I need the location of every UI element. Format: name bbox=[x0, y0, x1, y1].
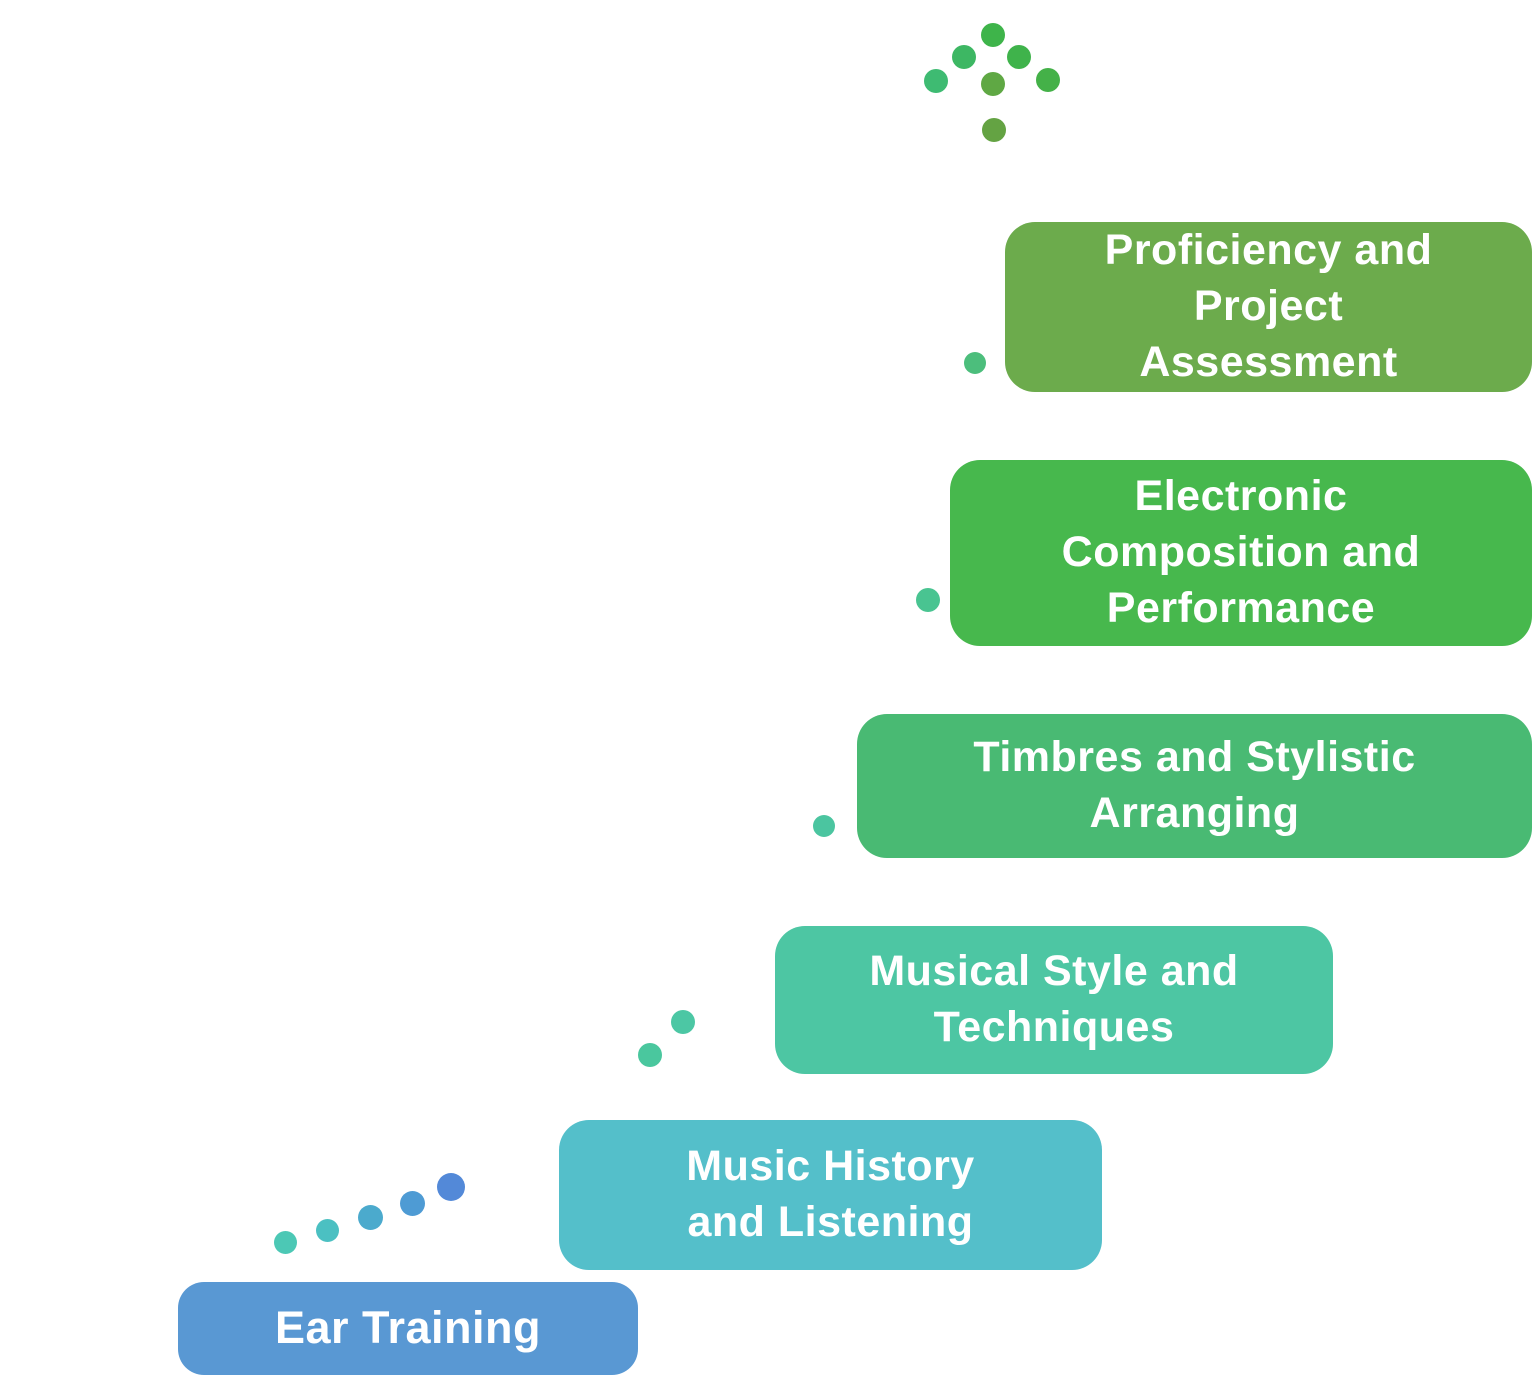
step-marker-dot bbox=[638, 1043, 662, 1067]
step-marker-dot bbox=[916, 588, 940, 612]
trail-dot bbox=[399, 1190, 425, 1216]
arrow-cluster-dot bbox=[981, 23, 1005, 47]
arrow-cluster-dot bbox=[982, 118, 1006, 142]
step-marker-dot bbox=[671, 1010, 695, 1034]
step-electronic-composition-and-performance: Electronic Composition and Performance bbox=[950, 460, 1532, 646]
arrow-cluster-dot bbox=[1007, 45, 1031, 69]
step-label: Proficiency and Project Assessment bbox=[1104, 226, 1433, 386]
trail-dot bbox=[273, 1230, 297, 1254]
arrow-cluster-dot bbox=[981, 72, 1005, 96]
trail-dot bbox=[357, 1204, 383, 1230]
step-proficiency-and-project-assessment: Proficiency and Project Assessment bbox=[1005, 222, 1532, 392]
step-timbres-and-stylistic-arranging: Timbres and Stylistic Arranging bbox=[857, 714, 1532, 858]
step-music-history-and-listening: Music History and Listening bbox=[559, 1120, 1102, 1270]
arrow-cluster-dot bbox=[952, 45, 976, 69]
trail-dot bbox=[437, 1173, 465, 1201]
trail-dot bbox=[315, 1218, 339, 1242]
arrow-cluster-dot bbox=[924, 69, 948, 93]
step-marker-dot bbox=[813, 815, 835, 837]
step-marker-dot bbox=[964, 352, 986, 374]
step-label: Music History and Listening bbox=[686, 1142, 975, 1246]
step-label: Timbres and Stylistic Arranging bbox=[973, 733, 1416, 837]
step-label: Ear Training bbox=[274, 1302, 542, 1354]
arrow-cluster-dot bbox=[1036, 68, 1060, 92]
step-musical-style-and-techniques: Musical Style and Techniques bbox=[775, 926, 1333, 1074]
step-label: Electronic Composition and Performance bbox=[1061, 472, 1421, 632]
step-ear-training: Ear Training bbox=[178, 1282, 638, 1375]
step-label: Musical Style and Techniques bbox=[869, 947, 1239, 1051]
